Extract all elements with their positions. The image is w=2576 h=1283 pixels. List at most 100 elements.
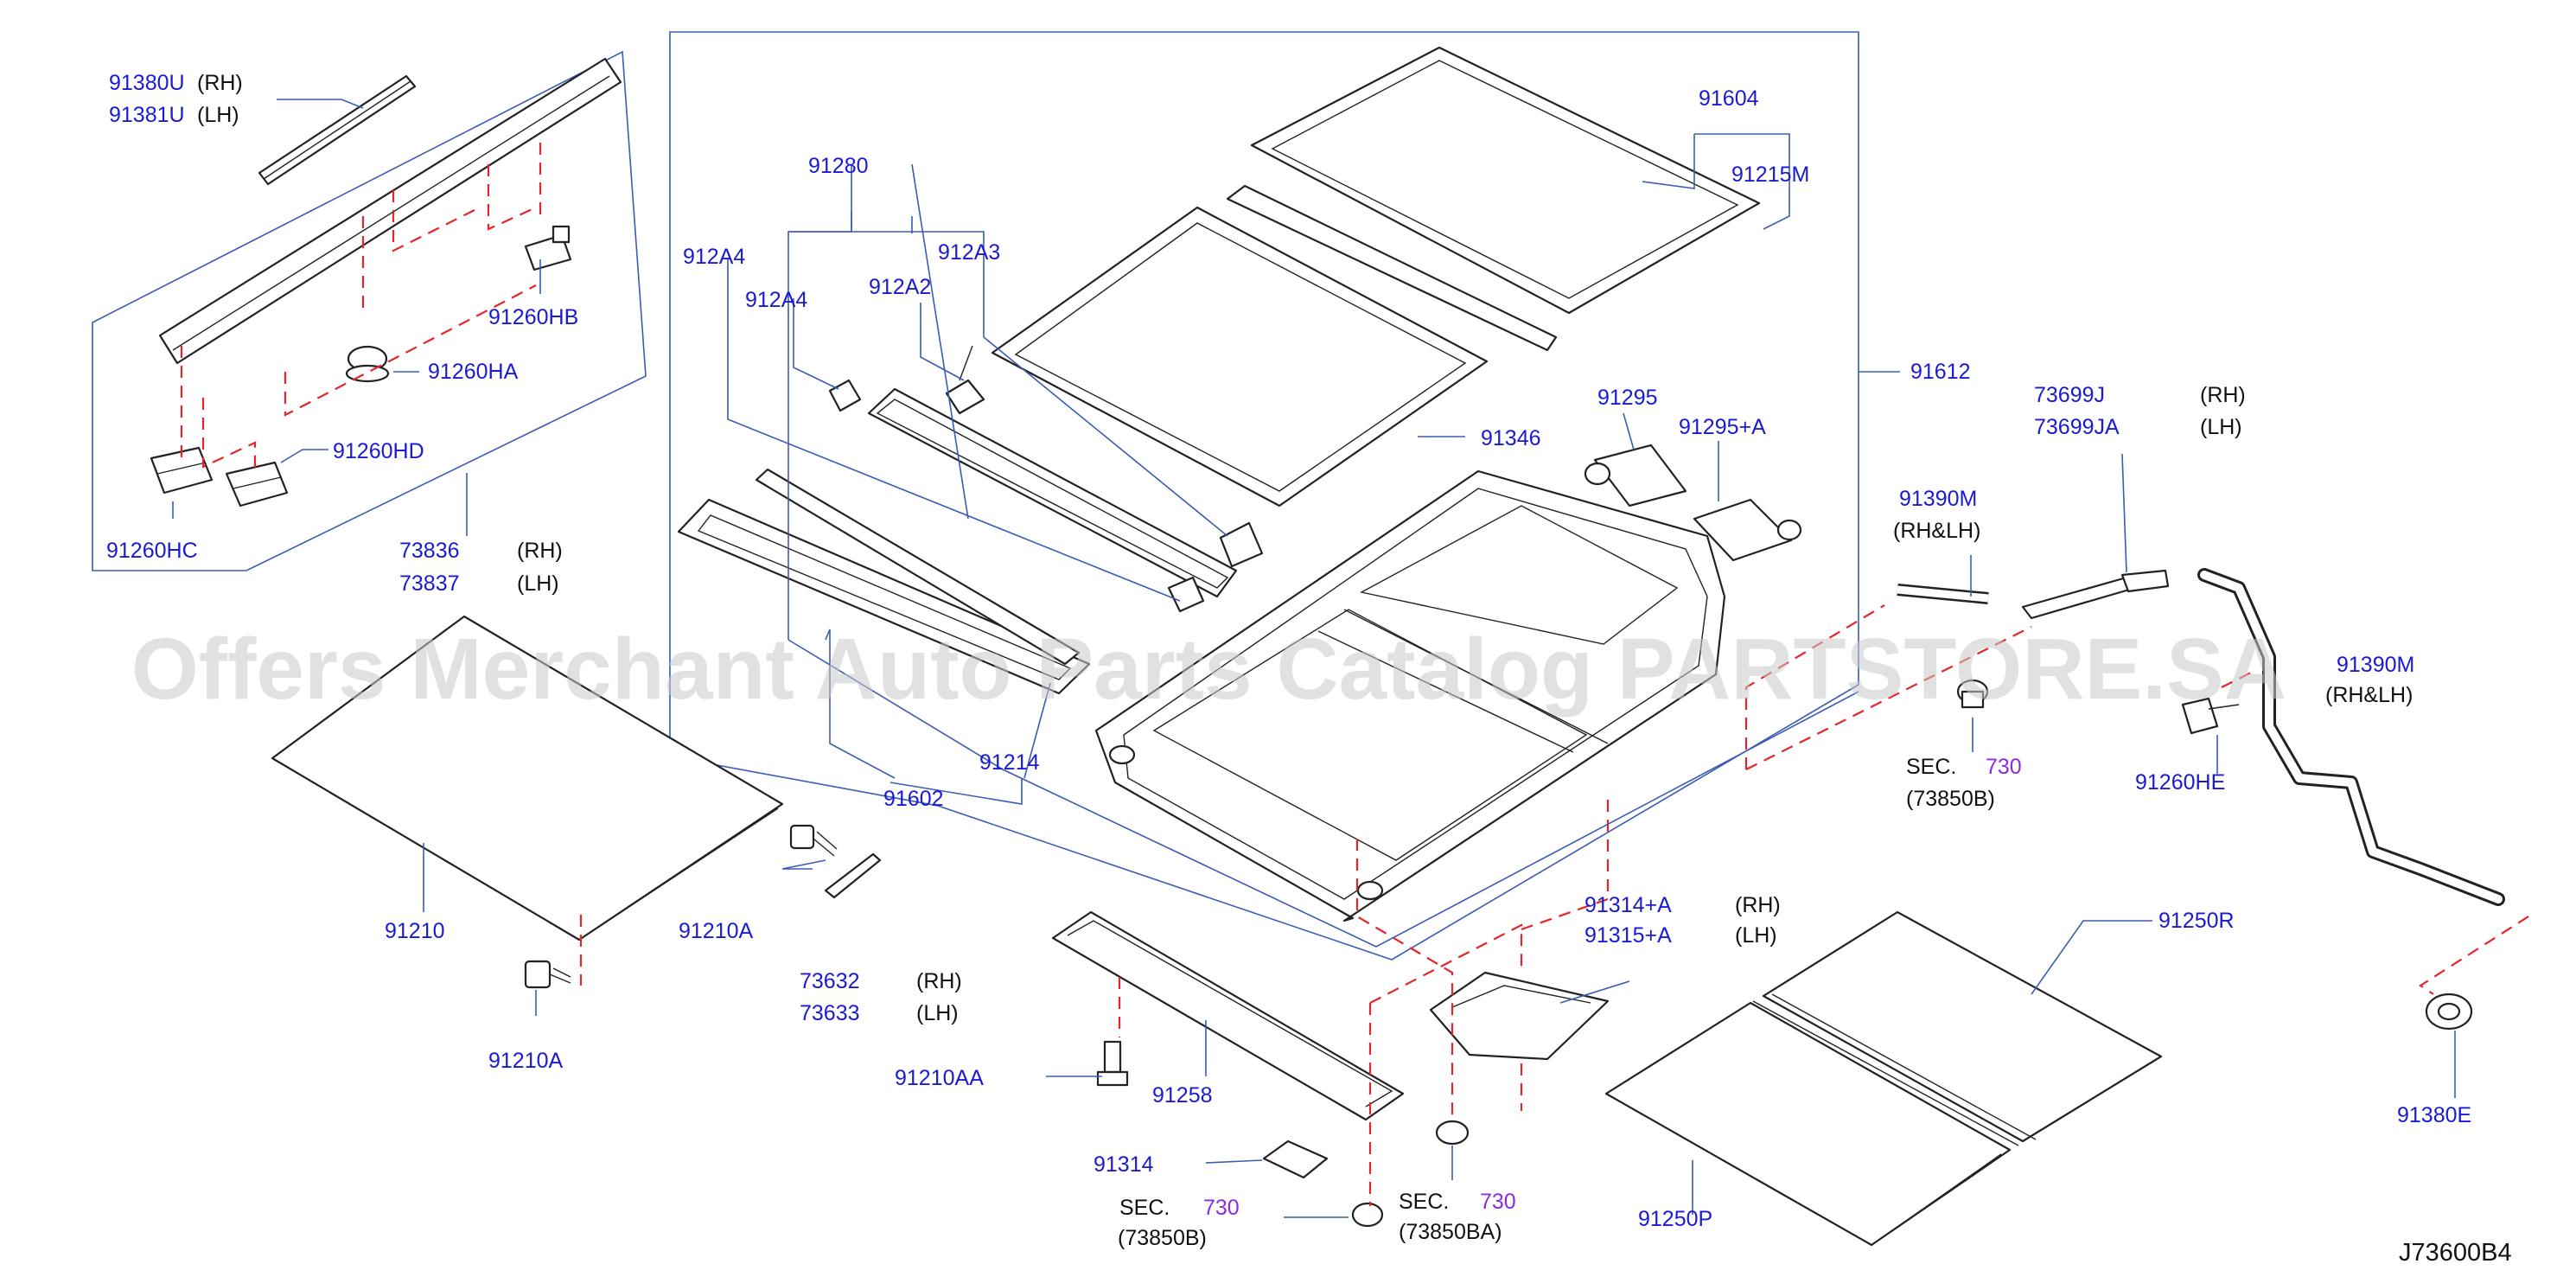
label-91258[interactable]: 91258: [1152, 1083, 1213, 1107]
label-91295[interactable]: 91295: [1597, 386, 1658, 410]
label-91210[interactable]: 91210: [385, 919, 445, 943]
label-91380U[interactable]: 91380U: [109, 71, 185, 95]
label-91314[interactable]: 91314: [1094, 1152, 1154, 1177]
sunshade-91250P: [1604, 1000, 2019, 1247]
weatherstrip-91346: [991, 206, 1489, 507]
label-91315A-lh: (LH): [1735, 923, 1777, 948]
label-91250P[interactable]: 91250P: [1638, 1207, 1712, 1231]
grommet-73850B-right: [1956, 679, 1989, 709]
label-912A3[interactable]: 912A3: [938, 240, 1000, 265]
label-91210A-lower[interactable]: 91210A: [488, 1049, 564, 1073]
lower-dash-lines: [1118, 800, 1610, 1206]
clip-91260HD: [225, 461, 289, 507]
seal-91215M: [1226, 184, 1558, 352]
headliner-dash-lines: [180, 143, 542, 474]
label-91260HC[interactable]: 91260HC: [106, 539, 198, 563]
bracket-91314: [1262, 1139, 1329, 1179]
label-91602[interactable]: 91602: [883, 787, 944, 811]
label-91381U[interactable]: 91381U: [109, 103, 185, 127]
watermark: Offers Merchant Auto Parts Catalog PARTS…: [131, 621, 2286, 718]
label-sec-730-right-ref: (73850B): [1906, 787, 1995, 811]
headliner-group-frame: [92, 50, 647, 571]
label-91260HA[interactable]: 91260HA: [428, 360, 519, 384]
label-73699JA-lh: (LH): [2200, 415, 2242, 439]
label-sec-730-center-num[interactable]: 730: [1480, 1190, 1516, 1214]
label-sec-730-lower: SEC.: [1119, 1196, 1170, 1220]
glass-91604: [1250, 46, 1761, 315]
clip-91260HA: [345, 345, 390, 383]
label-sec-730-center-ref: (73850BA): [1399, 1220, 1502, 1244]
clip-91260HB: [524, 225, 572, 271]
right-dash-lines: [1744, 604, 2529, 995]
drain-hose-91390M-long: [2197, 568, 2505, 906]
label-91280[interactable]: 91280: [808, 154, 869, 178]
label-912A4-outer[interactable]: 912A4: [683, 245, 745, 269]
bolt-91210AA: [1096, 1040, 1129, 1087]
label-sec-730-center: SEC.: [1399, 1190, 1449, 1214]
label-91380E[interactable]: 91380E: [2397, 1103, 2471, 1127]
label-91210A-upper[interactable]: 91210A: [679, 919, 754, 943]
label-73699JA[interactable]: 73699JA: [2034, 415, 2120, 439]
label-912A4-inner[interactable]: 912A4: [745, 288, 807, 312]
roof-trim-strip: [158, 57, 622, 365]
label-91215M[interactable]: 91215M: [1731, 163, 1809, 187]
label-91604[interactable]: 91604: [1699, 86, 1759, 111]
grommet-91380E: [2425, 993, 2473, 1031]
leader-lines: [172, 99, 2456, 1218]
bolt-91210A-upper: [789, 824, 838, 857]
bracket-912A3: [1219, 521, 1264, 568]
label-73633-lh: (LH): [916, 1001, 959, 1025]
label-73836[interactable]: 73836: [399, 539, 460, 563]
label-91390M-left[interactable]: 91390M: [1899, 487, 1977, 511]
bracket-912A4-right: [1167, 576, 1205, 613]
bolt-91210A-lower: [524, 960, 571, 989]
label-73632-rh: (RH): [916, 969, 962, 993]
label-91314A-rh: (RH): [1735, 893, 1781, 917]
label-73699J-rh: (RH): [2200, 383, 2246, 407]
nut-73850B-lower: [1351, 1202, 1384, 1228]
label-73632[interactable]: 73632: [800, 969, 860, 993]
label-91260HB[interactable]: 91260HB: [488, 305, 578, 329]
label-91250R[interactable]: 91250R: [2158, 909, 2235, 933]
sunroof-frame-91612: [1094, 469, 1726, 922]
clip-91260HC: [150, 446, 214, 495]
label-sec-730-lower-num[interactable]: 730: [1203, 1196, 1240, 1220]
label-91315A[interactable]: 91315+A: [1584, 923, 1672, 948]
label-73633[interactable]: 73633: [800, 1001, 860, 1025]
label-91214[interactable]: 91214: [979, 750, 1040, 775]
label-91612[interactable]: 91612: [1910, 360, 1971, 384]
label-91381U-lh: (LH): [197, 103, 239, 127]
drain-hose-91390M: [1897, 584, 1989, 604]
label-73837-lh: (LH): [517, 571, 559, 596]
motor-91295: [1584, 444, 1687, 507]
label-912A2[interactable]: 912A2: [869, 275, 931, 299]
label-91260HD[interactable]: 91260HD: [333, 439, 424, 463]
seal-91214: [677, 498, 1091, 695]
clip-91260HE: [2181, 697, 2240, 735]
headliner-edge: [578, 807, 779, 941]
guide-rail-912A4: [867, 387, 1238, 598]
label-sec-730-right-num[interactable]: 730: [1986, 755, 2022, 779]
label-91260HE[interactable]: 91260HE: [2135, 770, 2225, 795]
bracket-912A2: [945, 345, 985, 415]
label-73699J[interactable]: 73699J: [2034, 383, 2105, 407]
label-91390M-left-rhlh: (RH&LH): [1893, 519, 1980, 543]
label-sec-730-right: SEC.: [1906, 755, 1956, 779]
label-91295A[interactable]: 91295+A: [1679, 415, 1766, 439]
label-73837[interactable]: 73837: [399, 571, 460, 596]
label-91380U-rh: (RH): [197, 71, 243, 95]
motor-91295A: [1693, 498, 1802, 562]
crossmember-91258: [1051, 910, 1405, 1121]
label-91346[interactable]: 91346: [1481, 426, 1541, 450]
part-labels: 91380U (RH) 91381U (LH) 91260HB 91260HA …: [106, 71, 2512, 1267]
label-91210AA[interactable]: 91210AA: [895, 1066, 984, 1090]
nut-73850BA: [1435, 1120, 1470, 1146]
label-sec-730-lower-ref: (73850B): [1118, 1226, 1207, 1250]
pad-73632: [824, 852, 882, 899]
hose-73699J: [2021, 569, 2170, 620]
deflector-91602: [755, 468, 1081, 666]
label-91390M-right[interactable]: 91390M: [2337, 653, 2414, 677]
bracket-912A4-left: [828, 379, 862, 412]
label-91314A[interactable]: 91314+A: [1584, 893, 1672, 917]
